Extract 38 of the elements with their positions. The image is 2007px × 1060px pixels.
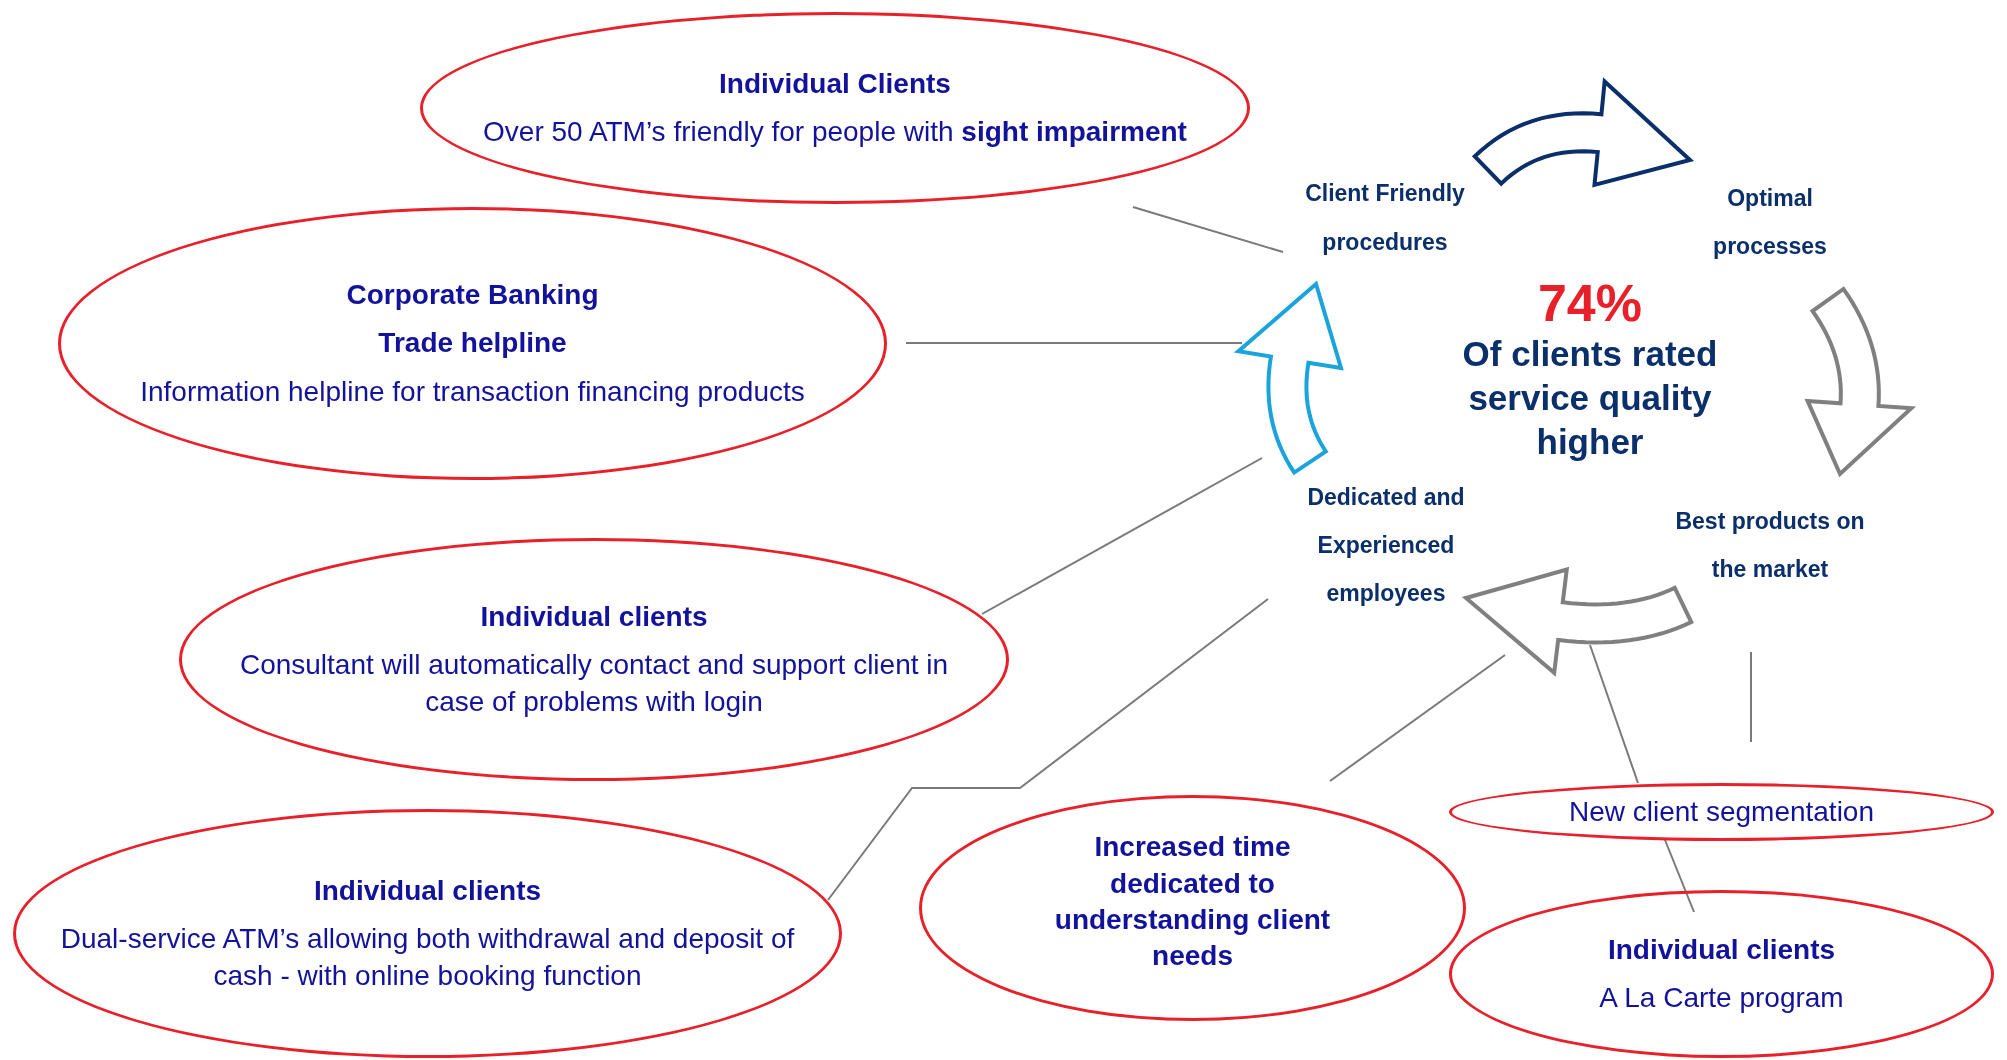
connector-line: [1750, 651, 1752, 743]
oval-bubble: [1449, 783, 1994, 841]
connector-line: [1132, 206, 1284, 253]
connector-line: [981, 457, 1263, 615]
summary-text: Of clients rated service quality higher: [1461, 333, 1719, 463]
bubble-text: New client segmentation: [1568, 794, 1874, 829]
curved-arrow: [1461, 566, 1694, 677]
cycle-label: Client Friendly procedures: [1305, 150, 1465, 285]
curved-arrow: [1233, 280, 1344, 476]
bubble-heading: Trade helpline: [378, 326, 567, 361]
oval-bubble: [58, 207, 887, 480]
connector-line: [1329, 654, 1506, 782]
bubble-text: Over 50 ATM’s friendly for people with sight impairment: [483, 115, 1187, 149]
connector-line: [1589, 644, 1639, 784]
bubble-heading: Individual clients: [313, 873, 542, 908]
curved-arrow: [1471, 77, 1695, 188]
bubble-text: Increased time dedicated to understanding client needs: [1053, 830, 1332, 974]
bubble-heading: Individual clients: [480, 599, 708, 634]
connector-line: [827, 598, 1269, 901]
connector-line: [905, 342, 1243, 344]
bubble-heading: Corporate Banking: [346, 277, 599, 312]
bubble-text: Dual-service ATM’s allowing both withdrawal and deposit of cash - with online booking function: [59, 922, 796, 993]
cycle-label: Best products on the market: [1670, 470, 1870, 620]
cycle-label: Dedicated and Experienced employees: [1286, 470, 1486, 620]
oval-bubble: [179, 538, 1009, 781]
oval-bubble: [1449, 890, 1994, 1058]
oval-bubble: [13, 809, 842, 1058]
bubble-text: Consultant will automatically contact and support client in case of problems with login: [238, 648, 950, 719]
connector-line: [1664, 839, 1695, 913]
bubble-heading: Individual Clients: [719, 66, 951, 101]
percentage-figure: 74%: [1537, 275, 1643, 333]
bubble-heading: Individual clients: [1607, 932, 1836, 967]
cycle-label: Optimal processes: [1690, 172, 1850, 272]
bubble-text: A La Carte program: [1599, 981, 1844, 1015]
oval-bubble: [919, 795, 1466, 1021]
bubble-text: Information helpline for transaction financing products: [140, 374, 805, 409]
oval-bubble: [420, 12, 1250, 204]
curved-arrow: [1804, 286, 1917, 478]
